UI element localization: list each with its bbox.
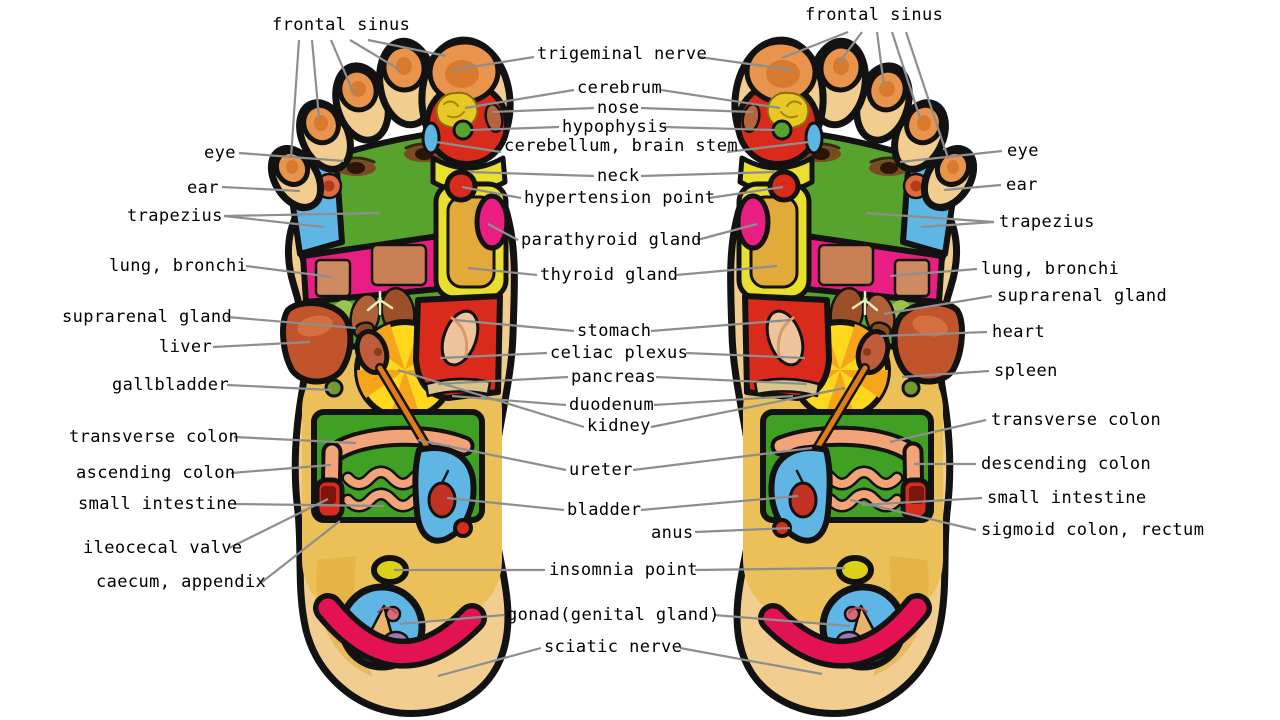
label-trapezius-right: trapezius bbox=[999, 212, 1095, 232]
label-bladder: bladder bbox=[567, 500, 642, 520]
label-neck: neck bbox=[597, 166, 640, 186]
label-suprarenal-left: suprarenal gland bbox=[62, 307, 233, 327]
label-eye-right: eye bbox=[1007, 141, 1039, 161]
label-hypertension-point: hypertension point bbox=[524, 188, 716, 208]
leader-lines bbox=[212, 30, 1003, 678]
label-caecum-appendix: caecum, appendix bbox=[96, 572, 267, 592]
label-hypophysis: hypophysis bbox=[562, 117, 669, 137]
label-small-intestine-right: small intestine bbox=[987, 488, 1147, 508]
label-celiac-plexus: celiac plexus bbox=[550, 343, 689, 363]
right-foot-diagram bbox=[731, 37, 984, 713]
label-sciatic-nerve: sciatic nerve bbox=[544, 637, 683, 657]
label-sigmoid-colon-rectum: sigmoid colon, rectum bbox=[981, 520, 1205, 540]
label-eye-left: eye bbox=[204, 143, 236, 163]
label-gonad: gonad(genital gland) bbox=[507, 605, 720, 625]
label-thyroid-gland: thyroid gland bbox=[540, 265, 679, 285]
label-ear-left: ear bbox=[187, 178, 219, 198]
label-trapezius-left: trapezius bbox=[127, 206, 223, 226]
label-liver: liver bbox=[159, 337, 213, 357]
label-spleen: spleen bbox=[994, 361, 1058, 381]
label-anus: anus bbox=[651, 523, 694, 543]
left-foot-diagram bbox=[261, 37, 514, 713]
label-trigeminal-nerve: trigeminal nerve bbox=[537, 44, 708, 64]
label-ileocecal-valve: ileocecal valve bbox=[83, 538, 243, 558]
label-ear-right: ear bbox=[1006, 175, 1038, 195]
label-kidney: kidney bbox=[587, 416, 651, 436]
label-parathyroid-gland: parathyroid gland bbox=[521, 230, 702, 250]
label-insomnia-point: insomnia point bbox=[549, 560, 698, 580]
label-small-intestine-left: small intestine bbox=[78, 494, 238, 514]
label-lung-bronchi-right: lung, bronchi bbox=[981, 259, 1120, 279]
label-nose: nose bbox=[597, 98, 640, 118]
label-pancreas: pancreas bbox=[571, 367, 657, 387]
label-gallbladder: gallbladder bbox=[112, 375, 229, 395]
label-suprarenal-right: suprarenal gland bbox=[997, 286, 1168, 306]
label-transverse-colon-left: transverse colon bbox=[69, 427, 240, 447]
label-ascending-colon: ascending colon bbox=[76, 463, 236, 483]
label-stomach: stomach bbox=[577, 321, 652, 341]
label-ureter: ureter bbox=[569, 460, 633, 480]
label-cerebellum-brain-stem: cerebellum, brain stem bbox=[504, 136, 738, 156]
label-descending-colon: descending colon bbox=[981, 454, 1152, 474]
label-duodenum: duodenum bbox=[569, 395, 655, 415]
label-frontal-sinus-left: frontal sinus bbox=[272, 15, 411, 35]
label-heart: heart bbox=[992, 322, 1046, 342]
label-lung-bronchi-left: lung, bronchi bbox=[109, 256, 248, 276]
label-transverse-colon-right: transverse colon bbox=[991, 410, 1162, 430]
label-frontal-sinus-right: frontal sinus bbox=[805, 5, 944, 25]
label-cerebrum: cerebrum bbox=[577, 78, 663, 98]
